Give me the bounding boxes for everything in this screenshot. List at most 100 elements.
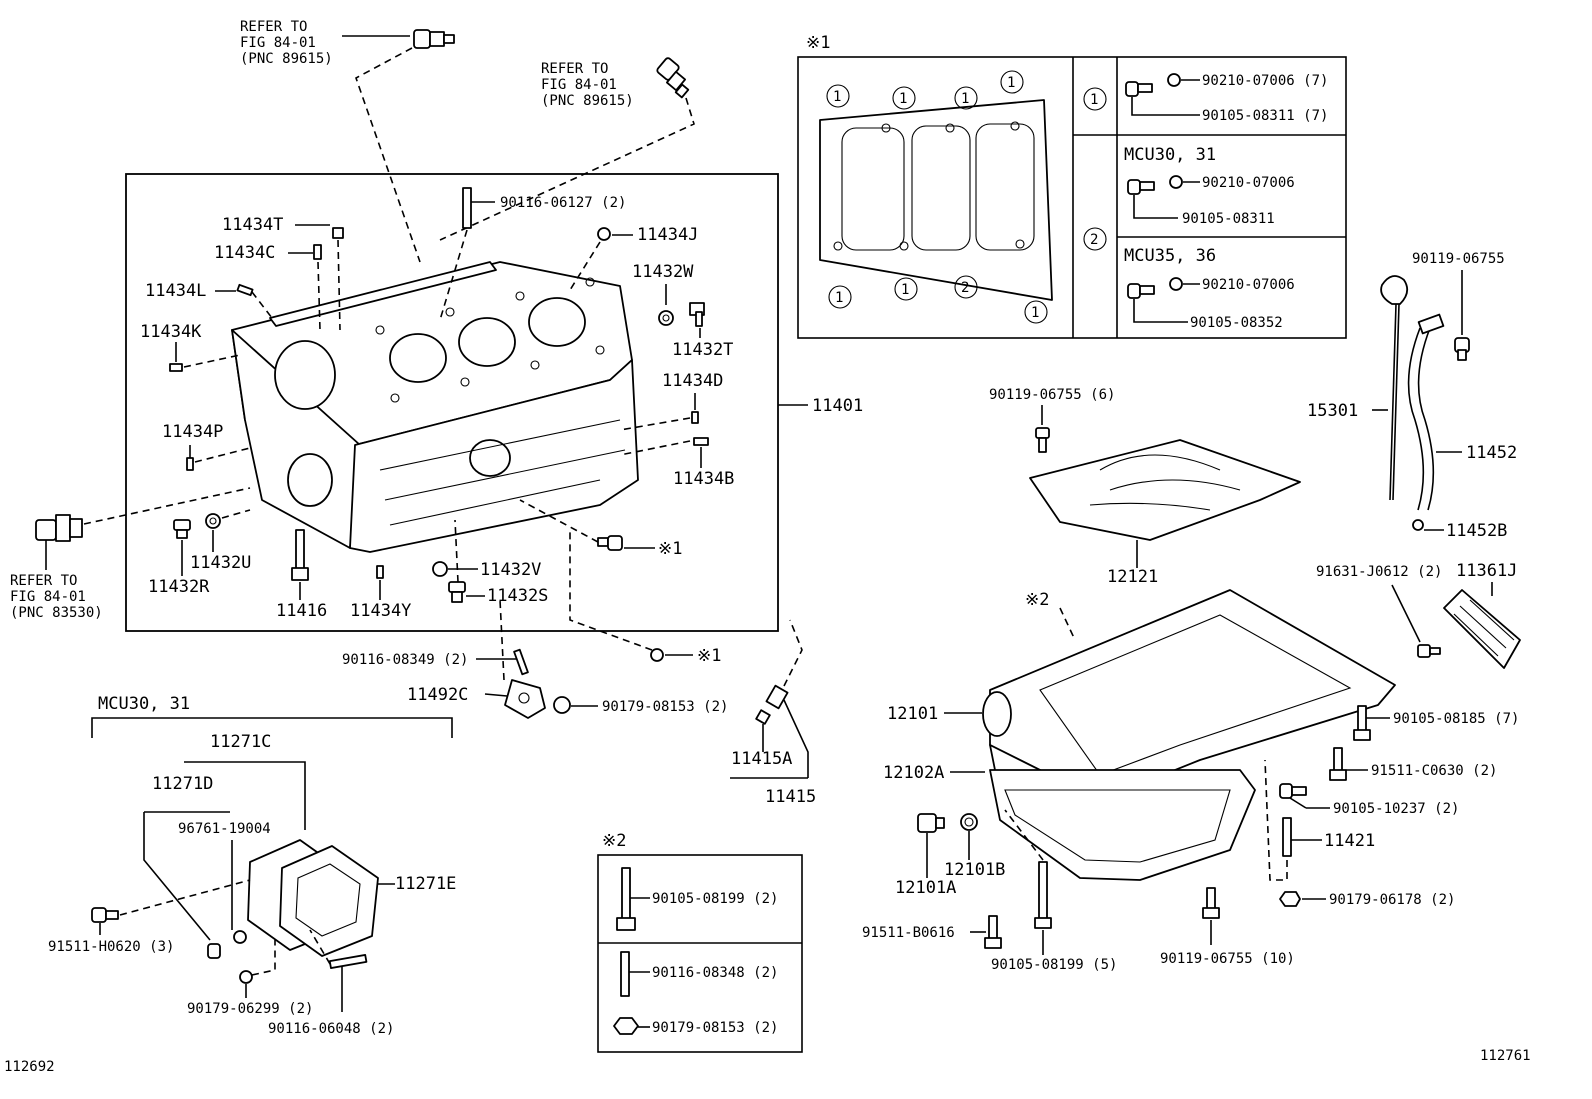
- refer-note-left: REFER TO FIG 84-01 (PNC 83530): [10, 487, 251, 621]
- cylinder-block-frame: [125, 173, 779, 632]
- label-12101A: 12101A: [895, 878, 956, 898]
- figure-id-left: 112692: [4, 1059, 55, 1075]
- bolt-90105-08185: [1353, 705, 1371, 741]
- section-title: MCU30, 31: [98, 694, 190, 714]
- lower-crankcase-outline: [819, 99, 1053, 301]
- model-mcu35-36: MCU35, 36: [1124, 246, 1216, 266]
- stud-11421: [1282, 817, 1292, 857]
- row3-washer: 90210-07006: [1202, 277, 1295, 293]
- stud-90116-06048: [328, 954, 368, 969]
- oil-strainer-plate: [1443, 589, 1521, 669]
- label-11432R: 11432R: [148, 577, 210, 597]
- bolt-washer-row-2: 90210-07006 90105-08311: [1127, 175, 1295, 227]
- circle-1: 1: [961, 91, 969, 107]
- refer-line-3: (PNC 83530): [10, 605, 103, 621]
- label-90119-06755-6: 90119-06755 (6): [989, 387, 1115, 403]
- label-90116-06127: 90116-06127 (2): [500, 195, 626, 211]
- label-11432V: 11432V: [480, 560, 541, 580]
- label-11415: 11415: [765, 787, 816, 807]
- label-11434T: 11434T: [222, 215, 283, 235]
- label-11492C: 11492C: [407, 685, 468, 705]
- cylinder-block: [231, 261, 639, 553]
- refer-line-2: FIG 84-01: [541, 77, 617, 93]
- label-11434L: 11434L: [145, 281, 206, 301]
- label-11434J: 11434J: [637, 225, 698, 245]
- mcu30-31-section: MCU30, 31 11271C 11271D 96761-19004 1127…: [48, 694, 456, 1037]
- label-11432U: 11432U: [190, 553, 251, 573]
- bolt-90105-08199: [616, 867, 636, 931]
- note1-box: ※1 1 1 1 1 1 1 2 1 1 2: [797, 33, 1347, 339]
- callout-circles: 1 1 1 1 1 1 2 1 1 2: [826, 70, 1107, 324]
- oil-pan-baffle: 90119-06755 (6) 12121: [989, 387, 1301, 587]
- refer-line-3: (PNC 89615): [240, 51, 333, 67]
- label-11432T: 11432T: [672, 340, 733, 360]
- oil-filter-bracket-group: 90116-08349 (2) 11492C 90179-08153 (2): [342, 599, 728, 719]
- label-90119-06755: 90119-06755: [1412, 251, 1505, 267]
- label-91511-C0630: 91511-C0630 (2): [1371, 763, 1497, 779]
- label-90105-08199-5: 90105-08199 (5): [991, 957, 1117, 973]
- refer-line-3: (PNC 89615): [541, 93, 634, 109]
- box-title: ※2: [602, 831, 626, 851]
- knock-sensor: [35, 514, 83, 542]
- row2-washer: 90210-07006: [1202, 175, 1295, 191]
- label-note1-b: ※1: [697, 646, 721, 666]
- bolt-washer-row-1: 90210-07006 (7) 90105-08311 (7): [1125, 73, 1328, 124]
- row3-bolt: 90105-08352: [1190, 315, 1283, 331]
- label-90179-06178: 90179-06178 (2): [1329, 892, 1455, 908]
- oil-pressure-sensor-2: [656, 57, 690, 99]
- note2-row-1: 90105-08199 (2): [652, 891, 778, 907]
- label-90105-10237: 90105-10237 (2): [1333, 801, 1459, 817]
- label-11432W: 11432W: [632, 262, 694, 282]
- label-11434K: 11434K: [140, 322, 202, 342]
- label-11271C: 11271C: [210, 732, 271, 752]
- label-12101B: 12101B: [944, 860, 1005, 880]
- label-11416: 11416: [276, 601, 327, 621]
- circle-1: 1: [833, 89, 841, 105]
- drain-plug-12101A: [917, 813, 945, 833]
- plug-11432R: [173, 519, 191, 539]
- note2-box: ※2 90105-08199 (2) 90116-08348 (2) 90179…: [597, 831, 803, 1053]
- plug-11432S: [448, 581, 466, 603]
- nut-90179-08153: [553, 696, 571, 714]
- label-11434P: 11434P: [162, 422, 223, 442]
- label-12102A: 12102A: [883, 763, 944, 783]
- label-91511-B0616: 91511-B0616: [862, 925, 955, 941]
- label-11271E: 11271E: [395, 874, 456, 894]
- label-15301: 15301: [1307, 401, 1358, 421]
- nut-90179-06178: [1279, 891, 1301, 907]
- circle-1: 1: [1090, 92, 1098, 108]
- label-90116-08349: 90116-08349 (2): [342, 652, 468, 668]
- refer-line-1: REFER TO: [541, 61, 608, 77]
- label-12101: 12101: [887, 704, 938, 724]
- row2-bolt: 90105-08311: [1182, 211, 1275, 227]
- bolt-90105-10237: [1279, 783, 1307, 799]
- nut-90179-08153: [613, 1017, 639, 1035]
- bolt-note1: [597, 535, 623, 551]
- label-11452B: 11452B: [1446, 521, 1507, 541]
- label-90179-06299: 90179-06299 (2): [187, 1001, 313, 1017]
- circle-1: 1: [1007, 75, 1015, 91]
- bolt-11432T: [689, 302, 705, 327]
- refer-line-2: FIG 84-01: [240, 35, 316, 51]
- circle-1: 1: [901, 282, 909, 298]
- label-note2: ※2: [1025, 590, 1049, 610]
- label-11421: 11421: [1324, 831, 1375, 851]
- label-11361J: 11361J: [1456, 561, 1517, 581]
- label-11434C: 11434C: [214, 243, 275, 263]
- refer-line-1: REFER TO: [10, 573, 77, 589]
- refer-note-top-left: REFER TO FIG 84-01 (PNC 89615): [240, 19, 455, 263]
- label-90119-06755-10: 90119-06755 (10): [1160, 951, 1295, 967]
- label-90179-08153: 90179-08153 (2): [602, 699, 728, 715]
- note2-row-3: 90179-08153 (2): [652, 1020, 778, 1036]
- bolt-91511-H0620: [91, 907, 119, 923]
- label-note1-a: ※1: [658, 539, 682, 559]
- model-mcu30-31: MCU30, 31: [1124, 145, 1216, 165]
- circle-1: 1: [1031, 305, 1039, 321]
- refer-line-2: FIG 84-01: [10, 589, 86, 605]
- label-91511-H0620: 91511-H0620 (3): [48, 939, 174, 955]
- row1-bolt: 90105-08311 (7): [1202, 108, 1328, 124]
- label-91631-J0612: 91631-J0612 (2): [1316, 564, 1442, 580]
- label-96761-19004: 96761-19004: [178, 821, 271, 837]
- label-90105-08185: 90105-08185 (7): [1393, 711, 1519, 727]
- box-title: ※1: [806, 33, 830, 53]
